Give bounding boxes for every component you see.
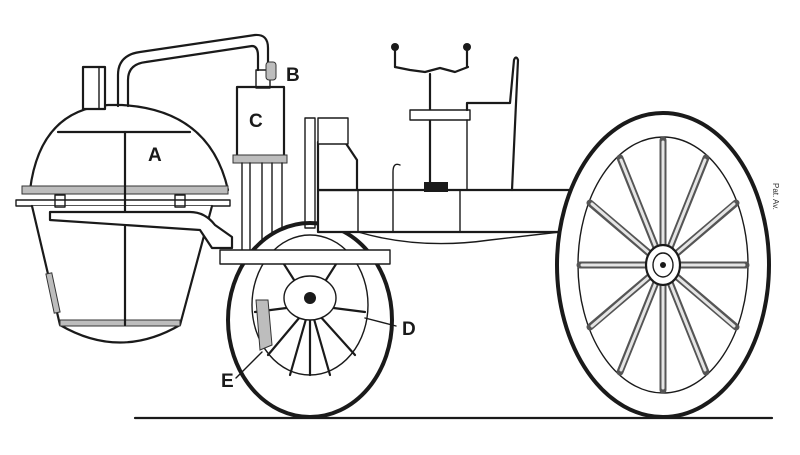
main-frame — [219, 117, 582, 265]
lower-frame-rail — [48, 210, 234, 250]
label-e: E — [221, 371, 234, 392]
boiler — [15, 65, 231, 344]
leader-line-e — [235, 351, 263, 379]
rear-wheel — [555, 111, 771, 419]
steering-and-seat — [391, 43, 520, 192]
steam-pipe — [116, 33, 270, 108]
cylinder — [232, 61, 288, 301]
leader-line-d — [364, 317, 397, 327]
label-b: B — [286, 65, 300, 86]
label-c: C — [249, 111, 263, 132]
artist-signature: Pat. Av. — [771, 183, 780, 210]
label-d: D — [402, 319, 416, 340]
label-a: A — [148, 145, 162, 166]
